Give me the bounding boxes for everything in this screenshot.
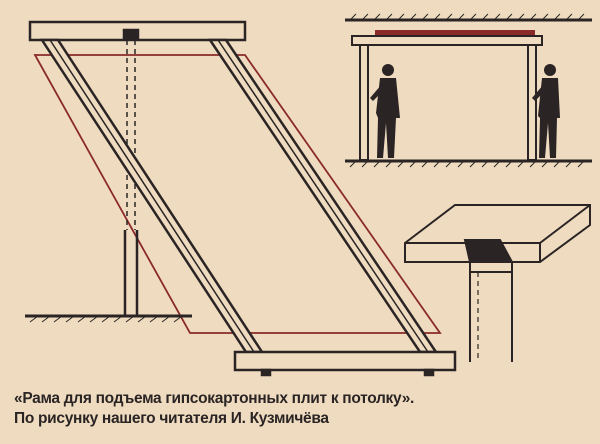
left-diagonal-rail xyxy=(39,38,265,354)
main-lifting-frame xyxy=(25,20,457,377)
detail-inset xyxy=(404,204,591,362)
person-right xyxy=(532,64,560,158)
bottom-board xyxy=(233,350,457,372)
caption-title: «Рама для подъема гипсокартонных плит к … xyxy=(14,390,415,407)
top-clamp xyxy=(122,28,140,40)
usage-scene xyxy=(345,13,592,168)
right-diagonal-rail xyxy=(207,38,439,354)
person-left xyxy=(370,64,400,158)
drywall-sheet-outline xyxy=(33,54,442,334)
figure-caption: «Рама для подъема гипсокартонных плит к … xyxy=(14,389,414,429)
caption-credit: По рисунку нашего читателя И. Кузмичёва xyxy=(14,410,329,427)
